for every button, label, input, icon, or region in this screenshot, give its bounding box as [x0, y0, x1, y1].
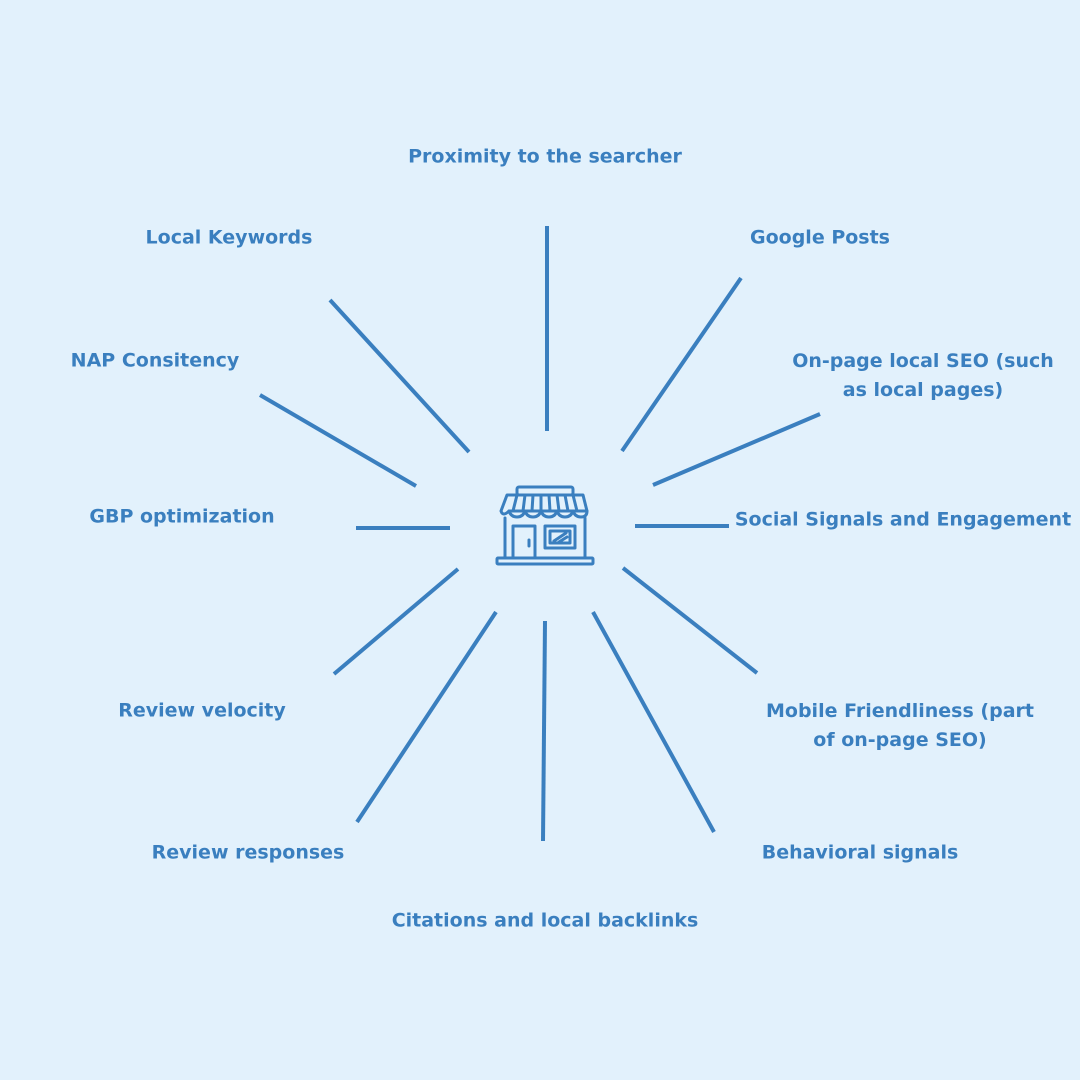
label-local-keywords: Local Keywords	[145, 226, 313, 249]
label-review-responses: Review responses	[151, 841, 345, 864]
ray-review-velocity	[332, 567, 460, 676]
label-on-page-local-seo: On-page local SEO (such as local pages)	[792, 350, 1054, 401]
storefront-icon	[495, 485, 595, 566]
label-google-posts: Google Posts	[750, 226, 890, 249]
label-citations-backlinks: Citations and local backlinks	[391, 909, 699, 932]
ray-behavioral-signals	[591, 611, 716, 833]
label-gbp-optimization: GBP optimization	[89, 505, 275, 528]
ray-on-page-local-seo	[652, 412, 821, 487]
label-mobile-friendliness: Mobile Friendliness (part of on-page SEO…	[766, 700, 1034, 751]
ray-citations-backlinks	[541, 620, 547, 842]
ray-google-posts	[620, 276, 743, 453]
label-review-velocity: Review velocity	[118, 699, 286, 722]
ray-mobile-friendliness	[621, 566, 759, 675]
label-nap-consistency: NAP Consitency	[70, 349, 240, 372]
label-proximity: Proximity to the searcher	[408, 145, 682, 168]
label-behavioral-signals: Behavioral signals	[761, 841, 959, 864]
label-social-signals: Social Signals and Engagement	[734, 508, 1072, 531]
ray-review-responses	[355, 610, 498, 824]
ray-local-keywords	[328, 298, 471, 454]
ray-nap-consistency	[258, 393, 418, 488]
